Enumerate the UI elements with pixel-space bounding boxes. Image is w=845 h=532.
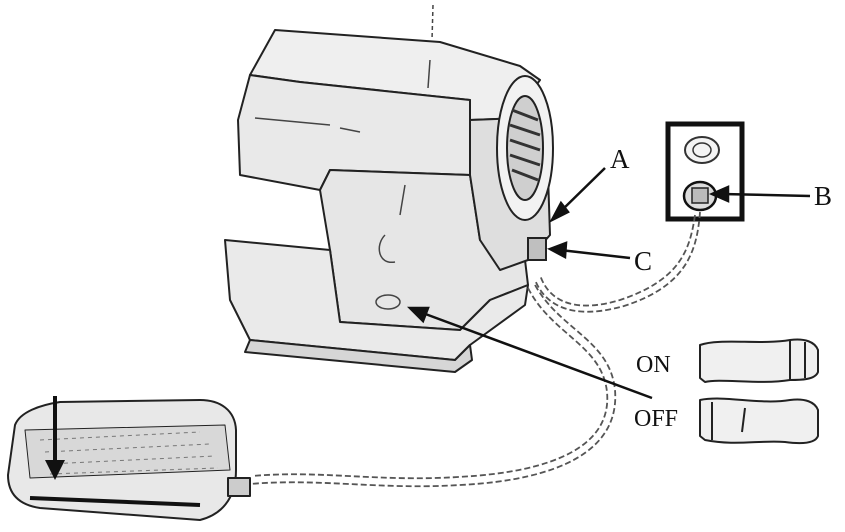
power-cord [534, 211, 701, 313]
label-a: A [610, 144, 630, 174]
power-socket [527, 237, 547, 261]
label-b: B [814, 181, 832, 211]
label-off: OFF [634, 406, 678, 432]
label-c: C [634, 246, 652, 276]
press-arrow [45, 396, 65, 480]
label-on: ON [636, 352, 671, 378]
foot-pedal-cord [249, 284, 617, 488]
switch-on-illustration [699, 338, 819, 383]
body-details [254, 4, 434, 310]
plug-inset [665, 121, 745, 222]
switch-off-illustration [699, 397, 819, 445]
sewing-machine [224, 29, 554, 373]
pointer-arrows [406, 167, 811, 400]
foot-pedal [7, 399, 251, 521]
